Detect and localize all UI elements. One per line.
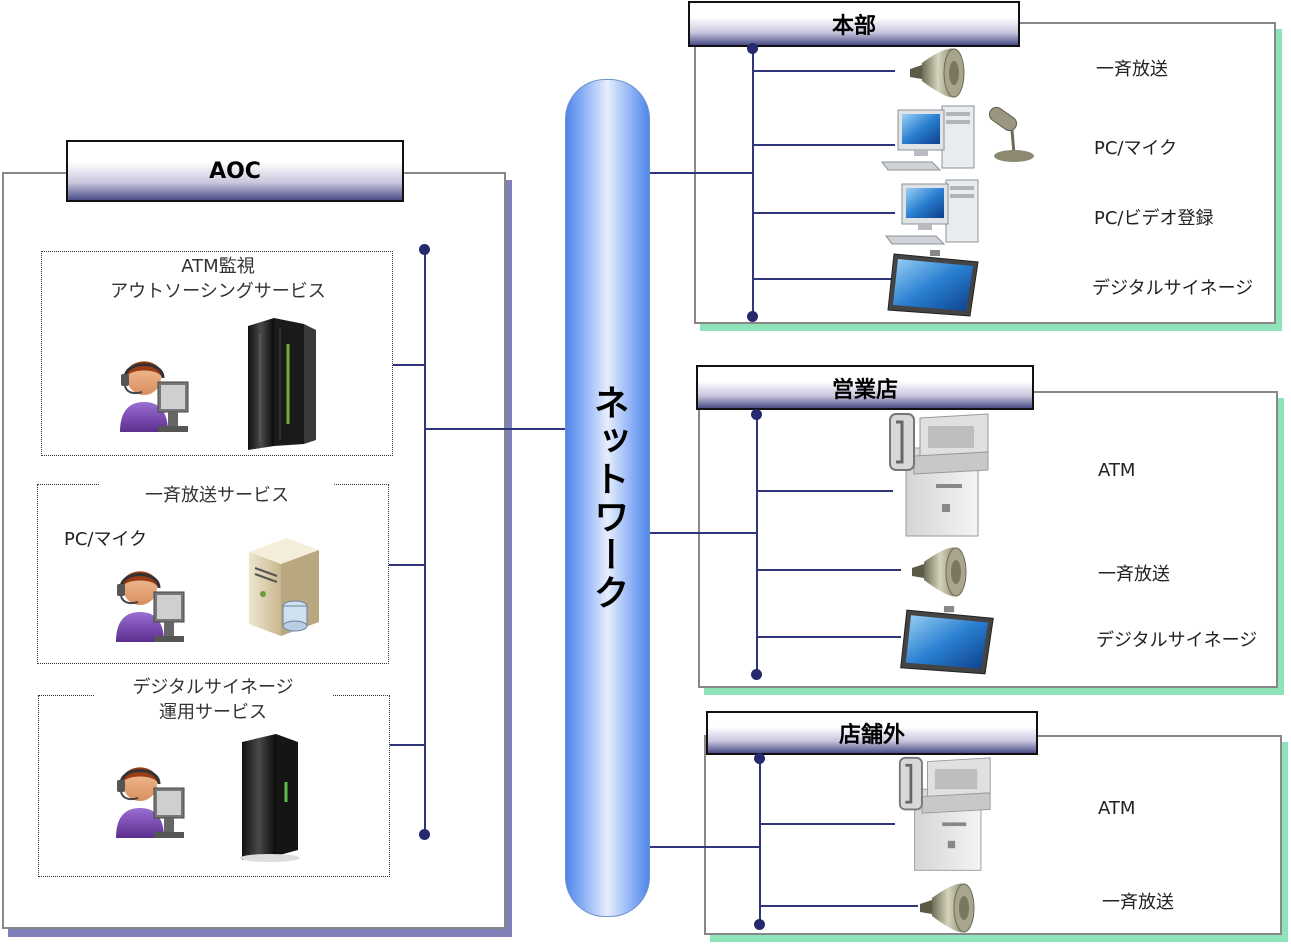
eigyoten-header: 営業店 xyxy=(696,365,1034,410)
aoc-group-signage-title-line2: 運用サービス xyxy=(159,702,267,723)
eigyoten-atm-link xyxy=(757,490,893,492)
honbu-speaker-link xyxy=(753,70,895,72)
honbu-signage-link xyxy=(753,278,895,280)
aoc-group-atm-monitoring-title-line1: ATM監視 xyxy=(181,256,255,277)
honbu-pc-mic-link xyxy=(753,144,895,146)
database-server-icon xyxy=(249,538,319,636)
honbu-bus-bottom-node xyxy=(747,311,758,322)
aoc-bus-bottom-node xyxy=(419,829,430,840)
aoc-bus-line xyxy=(424,250,426,835)
aoc-group-broadcast-sublabel: PC/マイク xyxy=(64,529,148,550)
aoc-group-broadcast-link xyxy=(389,564,425,566)
tenpogai-speaker-link xyxy=(760,905,918,907)
speaker-icon xyxy=(910,48,965,98)
tenpogai-panel xyxy=(704,735,1282,935)
aoc-group-atm-monitoring-title-line2: アウトソーシングサービス xyxy=(110,281,326,302)
tenpogai-bus-line xyxy=(759,758,761,926)
aoc-group-broadcast-title: 一斉放送サービス xyxy=(100,483,334,508)
atm-icon xyxy=(898,756,991,871)
eigyoten-label-signage: デジタルサイネージ xyxy=(1096,630,1258,651)
tenpogai-atm-link xyxy=(760,823,895,825)
aoc-header: AOC xyxy=(66,140,404,202)
eigyoten-bus-line xyxy=(756,414,758,674)
aoc-group-atm-monitoring-title: ATM監視 アウトソーシングサービス xyxy=(98,254,338,304)
tenpogai-label-broadcast: 一斉放送 xyxy=(1102,892,1174,913)
honbu-label-pc-video: PC/ビデオ登録 xyxy=(1094,208,1214,229)
network-bar xyxy=(565,79,650,917)
tenpogai-label-atm: ATM xyxy=(1098,798,1136,819)
eigyoten-label-broadcast: 一斉放送 xyxy=(1098,564,1170,585)
mainframe-server-icon xyxy=(248,318,316,450)
honbu-label-signage: デジタルサイネージ xyxy=(1092,278,1254,299)
aoc-group-signage-title: デジタルサイネージ 運用サービス xyxy=(94,675,332,725)
display-icon xyxy=(887,250,979,317)
network-label: ネットワーク xyxy=(587,384,629,612)
pc-icon xyxy=(881,105,975,171)
aoc-group-signage xyxy=(38,695,390,877)
honbu-bus-top-node xyxy=(747,43,758,54)
aoc-group-atm-monitoring-link xyxy=(393,364,425,366)
eigyoten-network-link xyxy=(650,532,757,534)
tenpogai-bus-bottom-node xyxy=(754,919,765,930)
aoc-bus-top-node xyxy=(419,244,430,255)
eigyoten-signage-link xyxy=(757,636,901,638)
honbu-header: 本部 xyxy=(688,1,1020,47)
eigyoten-label-atm: ATM xyxy=(1098,460,1136,481)
honbu-label-broadcast: 一斉放送 xyxy=(1096,59,1168,80)
eigyoten-bus-top-node xyxy=(751,409,762,420)
aoc-group-broadcast-title-line1: 一斉放送サービス xyxy=(145,485,289,506)
display-icon xyxy=(900,606,994,675)
aoc-group-broadcast xyxy=(37,484,389,664)
eigyoten-speaker-link xyxy=(757,569,901,571)
operator-icon xyxy=(116,767,185,838)
operator-icon xyxy=(116,571,185,642)
tenpogai-network-link xyxy=(650,846,760,848)
tower-server-icon xyxy=(240,734,300,862)
microphone-icon xyxy=(988,106,1034,162)
operator-icon xyxy=(120,361,189,432)
honbu-panel xyxy=(694,22,1276,324)
aoc-network-link xyxy=(425,428,567,430)
eigyoten-bus-bottom-node xyxy=(751,669,762,680)
atm-icon xyxy=(889,413,989,537)
honbu-bus-line xyxy=(752,48,754,318)
pc-icon xyxy=(885,179,979,245)
honbu-network-link xyxy=(650,172,753,174)
speaker-icon xyxy=(912,547,967,597)
honbu-pc-video-link xyxy=(753,212,895,214)
aoc-group-signage-link xyxy=(390,744,425,746)
tenpogai-bus-top-node xyxy=(754,753,765,764)
tenpogai-header: 店舗外 xyxy=(706,711,1038,755)
honbu-label-pc-mic: PC/マイク xyxy=(1094,138,1178,159)
speaker-icon xyxy=(920,883,975,933)
aoc-group-signage-title-line1: デジタルサイネージ xyxy=(132,677,294,698)
